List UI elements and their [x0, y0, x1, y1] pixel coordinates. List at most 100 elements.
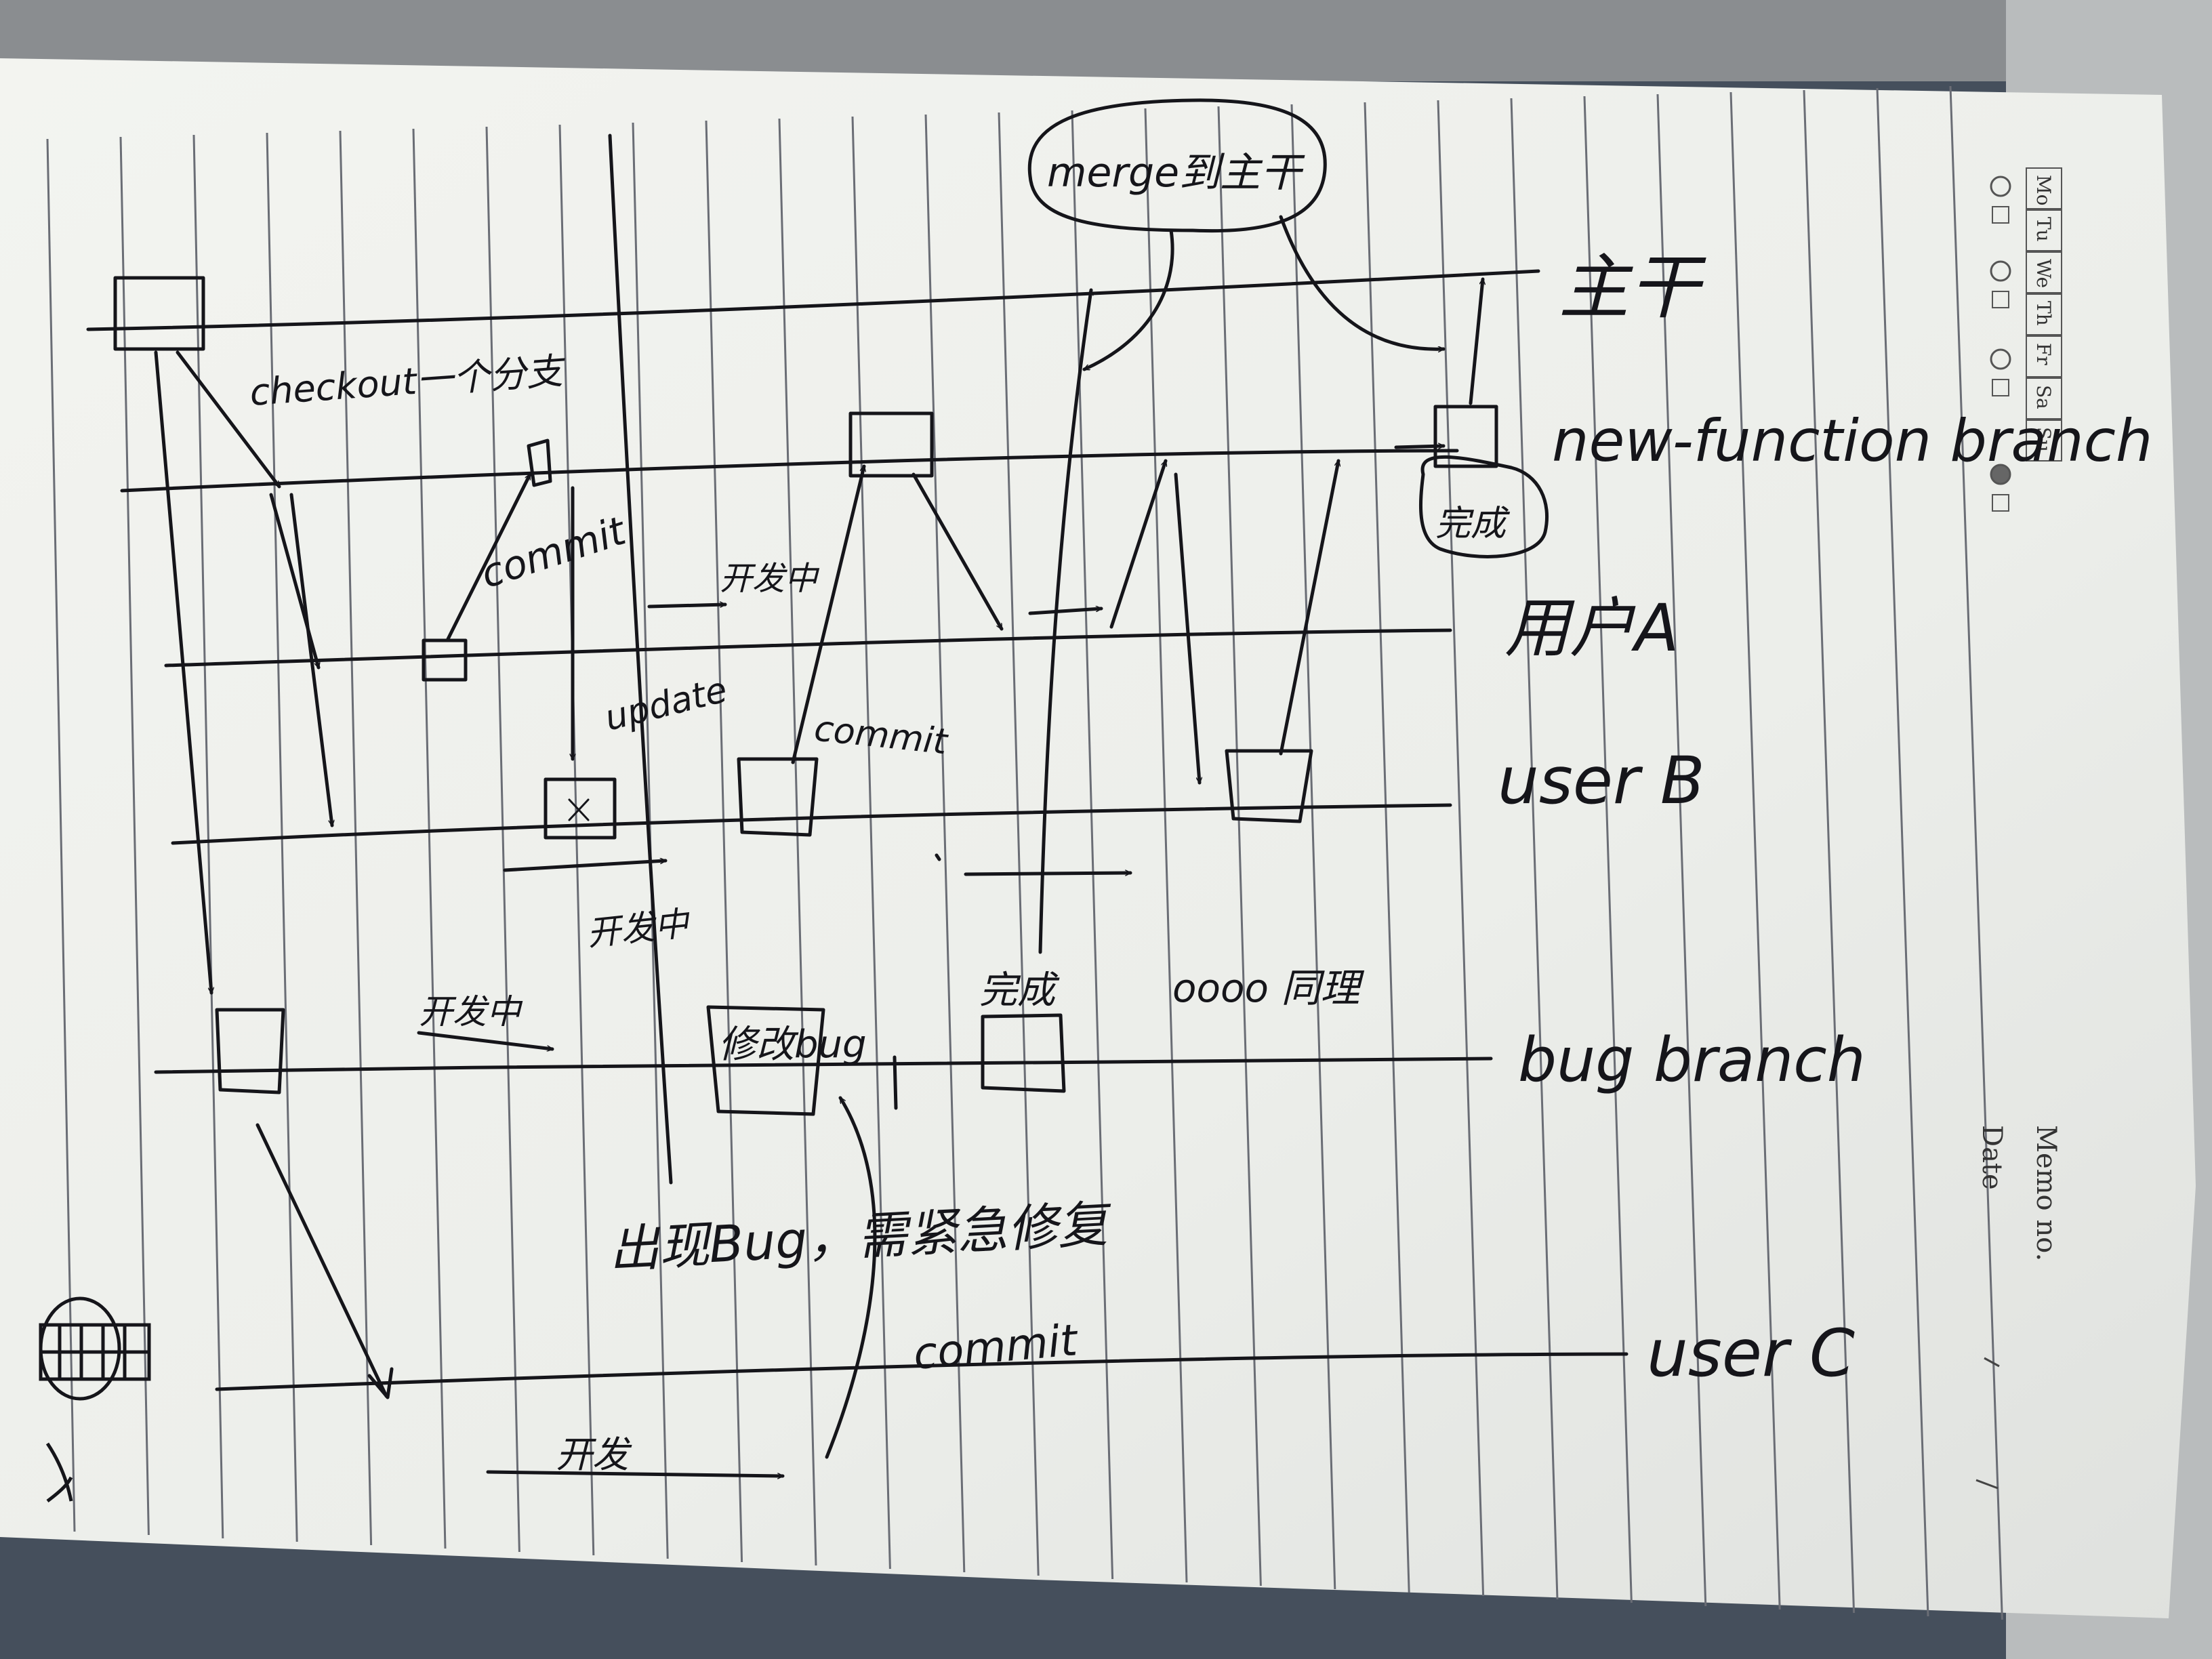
- ruled-lines: [46, 85, 2003, 1620]
- ruled-line: [705, 120, 743, 1563]
- user-b-dev-arrow: [964, 873, 1132, 874]
- update-line: [608, 134, 673, 1185]
- memo-no-label: Memo no.: [2030, 1125, 2062, 1261]
- emergency-arrow: [825, 1096, 877, 1459]
- weekday-label: Fr: [2032, 343, 2055, 365]
- new-function-done-node: [1433, 405, 1498, 468]
- dev-c-arrow: [486, 1470, 785, 1476]
- user-a-up-arrow: [1109, 459, 1168, 629]
- ruled-line: [558, 124, 595, 1556]
- nf-down-arrow: [1174, 472, 1200, 785]
- weather-icon: [1990, 348, 2011, 370]
- weather-icon: [1990, 260, 2011, 282]
- weekday-box: [2026, 335, 2062, 377]
- nf-to-user-a-arrow: [912, 472, 1004, 631]
- label-user-c: user C: [1647, 1315, 1855, 1391]
- weekday-label: Tu: [2032, 217, 2055, 242]
- ruled-line: [1290, 104, 1336, 1590]
- note-same-logic: oooo 同理: [1172, 965, 1364, 1011]
- bug-branch-start-node: [215, 1008, 285, 1094]
- user-a-dev-arrow: [1028, 609, 1103, 615]
- sun-icon: [1990, 176, 2011, 197]
- weather-checkbox: [1992, 379, 2009, 396]
- weekday-label: Th: [2032, 301, 2055, 326]
- dev-a-arrow: [647, 605, 727, 609]
- merge-bubble: [1027, 98, 1327, 233]
- label-user-b: user B: [1498, 743, 1705, 819]
- merge-to-done-arrow: [1279, 215, 1446, 349]
- label-user-a: 用户A: [1504, 590, 1679, 666]
- dev-bug-arrow: [417, 1031, 554, 1049]
- user-b-up-arrow: [1279, 459, 1338, 756]
- bug-branch-line: [154, 1057, 1493, 1074]
- done-to-trunk-arrow: [1469, 277, 1483, 405]
- ruled-line: [1364, 102, 1410, 1593]
- ruled-line: [778, 118, 817, 1566]
- trunk-node: [113, 276, 205, 351]
- ruled-line: [1876, 87, 1929, 1617]
- person-icon: [39, 1296, 151, 1502]
- ruled-line: [1071, 110, 1114, 1580]
- weather-checkbox: [1992, 494, 2009, 512]
- user-b-line: [171, 803, 1452, 845]
- user-a-line: [164, 628, 1452, 668]
- ruled-line: [1583, 96, 1633, 1603]
- user-b-commit-arrow: [791, 464, 864, 764]
- ruled-line: [1510, 98, 1559, 1600]
- ruled-line: [119, 136, 150, 1536]
- user-b-commit-node: [737, 757, 819, 837]
- user-a-commit-node: [422, 638, 468, 682]
- memo-date-label: Date: [1976, 1125, 2007, 1190]
- ruled-line: [1656, 94, 1707, 1607]
- ruled-line: [339, 130, 373, 1546]
- label-trunk: 主干: [1559, 246, 1706, 329]
- note-done-nf: 完成: [1435, 504, 1511, 544]
- label-bug-branch: bug branch: [1518, 1025, 1866, 1096]
- weekday-label: Su: [2032, 427, 2055, 452]
- note-dev-c: 开发: [556, 1433, 632, 1476]
- new-function-line: [120, 449, 1459, 493]
- weekday-box: [2026, 209, 2062, 251]
- ruled-line: [1437, 100, 1485, 1597]
- weekday-label: We: [2032, 259, 2055, 288]
- weekday-box: [2026, 377, 2062, 419]
- done-bubble: [1418, 455, 1549, 558]
- to-done-node-arrow: [1394, 446, 1446, 447]
- weekday-label: Mo: [2032, 175, 2055, 206]
- checkout-arrow-5: [255, 1123, 388, 1398]
- ruled-line: [851, 116, 891, 1570]
- weather-checkbox: [1992, 206, 2009, 224]
- merge-to-user-a-arrow: [1082, 228, 1174, 371]
- note-dev-a: 开发中: [720, 560, 820, 598]
- weekday-box: [2026, 251, 2062, 293]
- note-done-bug: 完成: [979, 968, 1060, 1012]
- weekday-box: [2026, 419, 2062, 462]
- bug-fix-node: [706, 1005, 825, 1116]
- ruled-line: [192, 134, 224, 1539]
- user-a-commit-arrow: [445, 472, 532, 642]
- ruled-line: [1803, 89, 1856, 1614]
- weekday-box: [2026, 167, 2062, 209]
- weekday-box: [2026, 293, 2062, 335]
- dev-b-arrow: [503, 861, 668, 872]
- checkout-arrow-4: [154, 350, 211, 995]
- cloud-icon: [1990, 464, 2011, 485]
- note-dev-bug: 开发中: [419, 992, 523, 1031]
- checkout-arrow-1: [176, 350, 281, 489]
- note-merge: merge到主干: [1047, 149, 1305, 197]
- ruled-line: [412, 128, 447, 1549]
- new-function-commit-node: [848, 411, 934, 478]
- ruled-line: [1729, 91, 1781, 1610]
- weather-icons: [1990, 176, 2011, 512]
- trunk-line: [86, 269, 1540, 331]
- bug-to-trunk-arrow: [1038, 288, 1091, 954]
- user-c-line: [215, 1352, 1629, 1391]
- emergency-branch: [893, 1055, 898, 1110]
- checkout-arrow-3: [289, 493, 332, 827]
- ruled-line: [485, 126, 520, 1553]
- ruled-line: [1144, 108, 1188, 1583]
- ruled-line: [1217, 106, 1262, 1586]
